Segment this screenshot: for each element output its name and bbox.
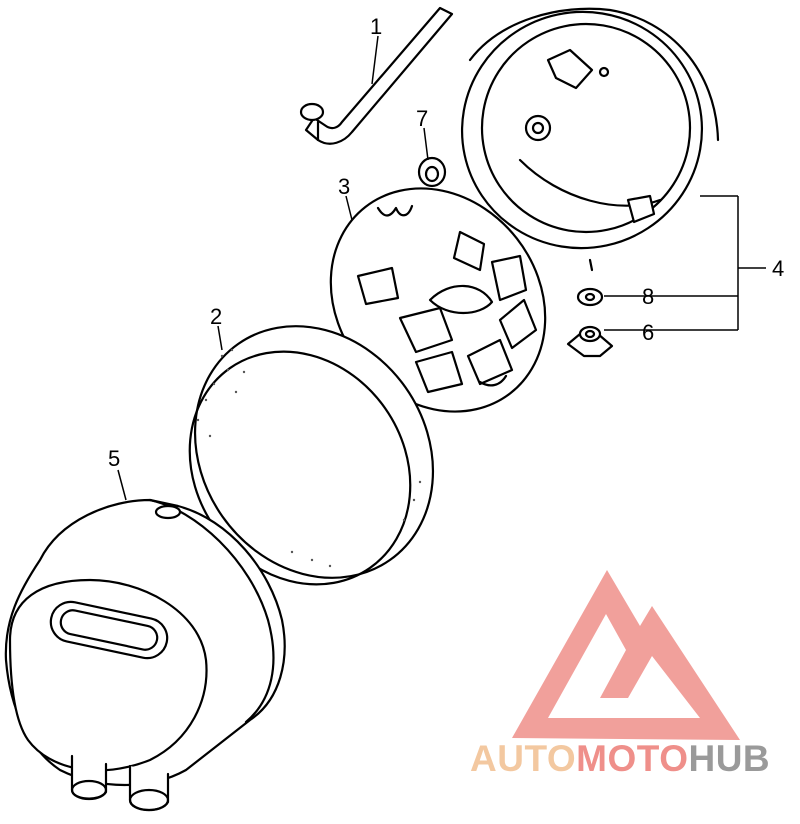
air-cleaner-case-part	[460, 7, 720, 272]
breather-tube-part	[299, 6, 454, 145]
callout-1: 1	[370, 14, 382, 39]
callout-3: 3	[338, 174, 350, 199]
watermark-text-auto: AUTO	[470, 738, 577, 779]
leader-lines	[117, 35, 766, 501]
watermark-text-moto: MOTO	[576, 738, 689, 779]
washer-part	[576, 287, 604, 307]
watermark-text-hub: HUB	[688, 738, 771, 779]
air-cleaner-cover-part	[4, 498, 286, 812]
element-holder-part	[329, 187, 547, 413]
callout-2: 2	[210, 304, 222, 329]
wing-nut-part	[566, 325, 614, 358]
callout-8: 8	[642, 284, 654, 309]
callout-6: 6	[642, 320, 654, 345]
callout-4: 4	[772, 256, 784, 281]
watermark-brand-text: AUTOMOTOHUB	[470, 738, 770, 780]
grommet-part	[417, 156, 447, 188]
watermark-logo	[512, 570, 740, 740]
callout-7: 7	[416, 106, 428, 131]
filter-element-part	[188, 325, 435, 586]
callout-5: 5	[108, 446, 120, 471]
